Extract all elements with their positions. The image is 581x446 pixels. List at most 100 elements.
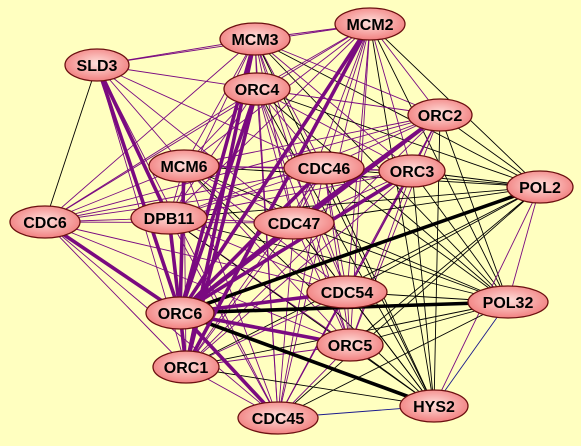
edge-orc3-hys2 — [411, 170, 435, 407]
node-shape — [378, 154, 446, 188]
node-label: ORC1 — [164, 360, 209, 377]
node-shape — [334, 7, 406, 41]
node-label: DPB11 — [144, 211, 195, 228]
edge-mcm2-hys2 — [369, 23, 435, 407]
edge-dpb11-pol32 — [168, 217, 509, 303]
edge-sld3-cdc45 — [96, 64, 279, 419]
edge-sld3-mcm6 — [96, 64, 185, 167]
edge-cdc54-hys2 — [346, 291, 435, 407]
node-shape — [306, 275, 388, 309]
edge-cdc46-cdc54 — [323, 167, 348, 293]
node-orc3[interactable]: ORC3 — [378, 154, 446, 188]
edge-mcm3-cdc47 — [254, 38, 295, 224]
edge-orc4-cdc45 — [256, 88, 279, 419]
node-label: MCM2 — [346, 17, 393, 34]
node-label: ORC5 — [328, 338, 373, 355]
edge-pol2-pol32 — [507, 186, 541, 303]
edge-orc3-orc5 — [349, 170, 413, 346]
edge-orc2-mcm6 — [183, 114, 441, 167]
node-label: CDC47 — [268, 216, 321, 233]
edge-orc6-orc3 — [178, 169, 414, 315]
node-orc1[interactable]: ORC1 — [152, 350, 220, 384]
node-shape — [130, 201, 208, 235]
edge-orc4-cdc6 — [44, 88, 258, 223]
node-label: MCM3 — [231, 32, 278, 49]
node-mcm2[interactable]: MCM2 — [334, 7, 406, 41]
node-label: ORC3 — [390, 164, 435, 181]
edge-cdc6-orc1 — [44, 221, 187, 368]
edge-orc4-pol32 — [256, 88, 509, 303]
edge-pol32-cdc45 — [277, 301, 509, 419]
edge-orc4-hys2 — [256, 88, 435, 407]
edge-orc2-cdc47 — [292, 113, 442, 225]
edge-mcm3-cdc6 — [44, 38, 256, 223]
node-cdc46[interactable]: CDC46 — [283, 151, 365, 185]
node-hys2[interactable]: HYS2 — [399, 389, 469, 423]
node-orc6[interactable]: ORC6 — [145, 296, 215, 330]
node-shape — [467, 285, 549, 319]
edge-mcm3-orc3 — [254, 38, 413, 172]
edge-pol32-hys2 — [433, 301, 509, 407]
edge-orc6-hys2 — [178, 311, 436, 408]
node-shape — [253, 206, 335, 240]
node-mcm3[interactable]: MCM3 — [219, 22, 291, 56]
edge-orc2-cdc6 — [44, 114, 441, 223]
edge-dpb11-hys2 — [168, 217, 435, 407]
node-cdc47[interactable]: CDC47 — [253, 206, 335, 240]
edge-cdc47-orc1 — [185, 222, 295, 368]
node-shape — [223, 72, 291, 106]
node-label: POL2 — [519, 180, 561, 197]
node-cdc45[interactable]: CDC45 — [237, 401, 319, 435]
edge-orc4-pol2 — [256, 88, 541, 188]
node-label: CDC6 — [23, 215, 67, 232]
edge-orc1-hys2 — [185, 366, 435, 407]
node-shape — [9, 205, 81, 239]
edge-orc6-orc4 — [178, 87, 259, 315]
edge-sld3-cdc47 — [96, 64, 295, 224]
edge-orc6-pol2 — [178, 185, 542, 315]
node-shape — [399, 389, 469, 423]
node-shape — [237, 401, 319, 435]
edge-orc6-sld3 — [95, 63, 182, 315]
edge-orc6-mcm6 — [178, 164, 186, 315]
edge-orc3-pol32 — [411, 170, 509, 303]
edge-cdc54-cdc45 — [277, 291, 348, 419]
edge-cdc47-pol32 — [293, 222, 509, 303]
node-dpb11[interactable]: DPB11 — [130, 201, 208, 235]
node-pol2[interactable]: POL2 — [506, 170, 574, 204]
edge-sld3-cdc6 — [44, 64, 98, 223]
node-shape — [316, 328, 384, 362]
node-shape — [506, 170, 574, 204]
node-label: MCM6 — [160, 159, 207, 176]
node-pol32[interactable]: POL32 — [467, 285, 549, 319]
node-shape — [145, 296, 215, 330]
edge-mcm3-mcm6 — [183, 38, 256, 167]
node-label: ORC4 — [235, 82, 280, 99]
edge-orc3-orc1 — [185, 170, 413, 368]
edge-pol2-orc5 — [349, 186, 541, 346]
node-orc2[interactable]: ORC2 — [407, 98, 473, 132]
edge-mcm2-cdc54 — [346, 23, 371, 293]
node-shape — [407, 98, 473, 132]
node-sld3[interactable]: SLD3 — [64, 48, 130, 82]
node-orc4[interactable]: ORC4 — [223, 72, 291, 106]
node-label: HYS2 — [413, 399, 455, 416]
edge-pol2-dpb11 — [168, 186, 541, 219]
edge-orc4-cdc47 — [256, 88, 295, 224]
edge-cdc46-pol32 — [323, 167, 509, 303]
edge-sld3-dpb11 — [95, 63, 171, 220]
edge-mcm2-orc3 — [369, 23, 413, 172]
edge-pol2-cdc45 — [277, 186, 541, 419]
node-cdc6[interactable]: CDC6 — [9, 205, 81, 239]
node-label: CDC45 — [252, 411, 305, 428]
node-orc5[interactable]: ORC5 — [316, 328, 384, 362]
node-cdc54[interactable]: CDC54 — [306, 275, 388, 309]
edge-mcm2-cdc6 — [44, 23, 371, 223]
node-mcm6[interactable]: MCM6 — [148, 149, 220, 183]
edge-mcm2-cdc47 — [293, 23, 371, 224]
node-shape — [152, 350, 220, 384]
node-shape — [148, 149, 220, 183]
node-label: ORC6 — [158, 306, 203, 323]
